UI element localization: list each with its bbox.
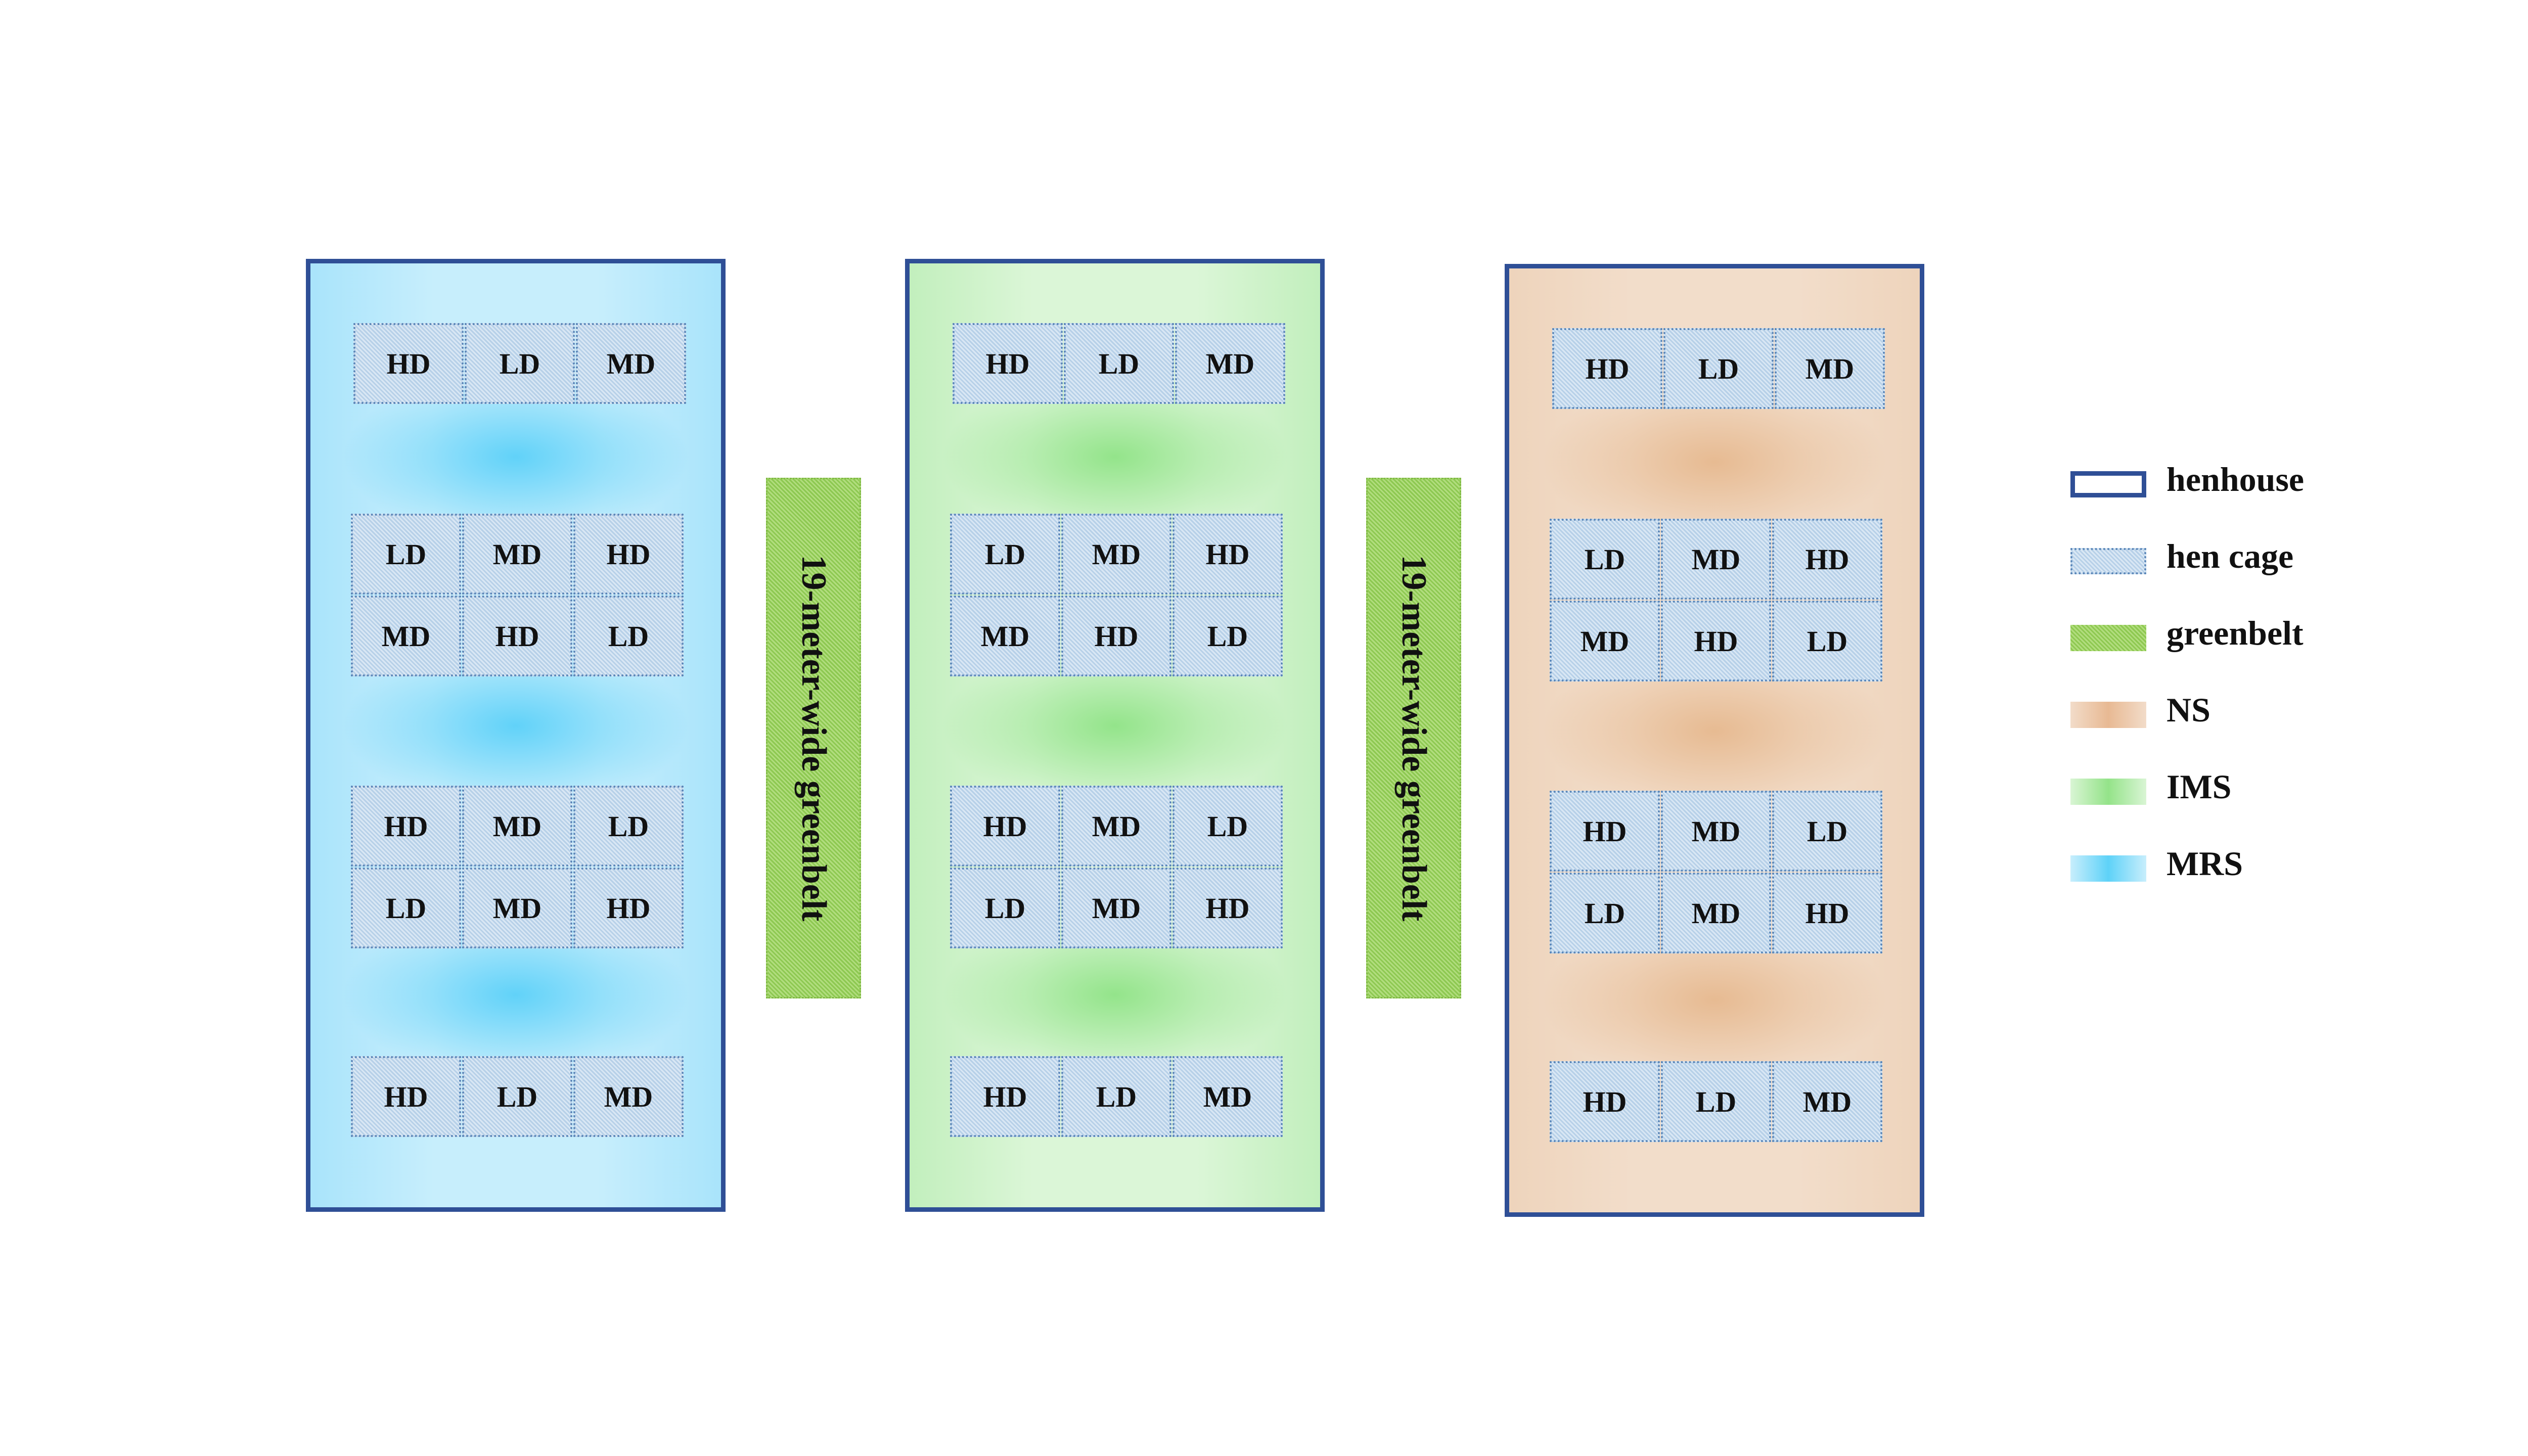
hen-cage: MD xyxy=(576,323,686,404)
hen-cage: HD xyxy=(353,323,464,404)
hen-cage: HD xyxy=(1172,514,1283,595)
hen-cage: HD xyxy=(1172,868,1283,948)
cage-row: HD LD MD xyxy=(953,323,1286,404)
legend-swatch-mrs xyxy=(2070,855,2146,882)
henhouse-ims: HD LD MD LD MD HD MD HD LD HD MD LD LD M… xyxy=(905,259,1325,1212)
hen-cage: HD xyxy=(1772,873,1882,953)
hen-cage: LD xyxy=(1550,873,1660,953)
hen-cage: HD xyxy=(953,323,1063,404)
hen-cage: LD xyxy=(1772,791,1882,872)
hen-cage: LD xyxy=(351,868,461,948)
hen-cage: LD xyxy=(351,514,461,595)
hen-cage: LD xyxy=(573,596,684,676)
hen-cage: LD xyxy=(1064,323,1174,404)
hen-cage: MD xyxy=(1775,328,1885,409)
hen-cage: MD xyxy=(462,868,572,948)
cage-row: MD HD LD xyxy=(1550,601,1883,681)
cage-row: HD LD MD xyxy=(353,323,687,404)
hen-cage: HD xyxy=(573,868,684,948)
cage-row: MD HD LD xyxy=(351,596,685,676)
cage-row: MD HD LD xyxy=(950,596,1284,676)
hen-cage: MD xyxy=(1772,1061,1882,1142)
cage-row: LD MD HD xyxy=(950,868,1284,948)
legend-label: hen cage xyxy=(2166,537,2294,575)
hen-cage: LD xyxy=(1061,1056,1171,1137)
henhouse-ns: HD LD MD LD MD HD MD HD LD HD MD LD LD M… xyxy=(1505,264,1924,1217)
hen-cage: LD xyxy=(465,323,575,404)
hen-cage: LD xyxy=(950,868,1060,948)
hen-cage: MD xyxy=(1661,519,1771,600)
hen-cage: HD xyxy=(351,786,461,867)
cage-row: LD MD HD xyxy=(351,514,685,595)
legend-swatch-greenbelt xyxy=(2070,625,2146,651)
hen-cage: MD xyxy=(1550,601,1660,681)
hen-cage: LD xyxy=(1661,1061,1771,1142)
hen-cage: MD xyxy=(1175,323,1285,404)
hen-cage: MD xyxy=(351,596,461,676)
hen-cage: HD xyxy=(1661,601,1771,681)
legend-swatch-ims xyxy=(2070,779,2146,805)
hen-cage: MD xyxy=(950,596,1060,676)
greenbelt-strip: 19-meter-wide greenbelt xyxy=(766,478,861,998)
cage-row: LD MD HD xyxy=(1550,519,1883,600)
cage-row: LD MD HD xyxy=(351,868,685,948)
cage-row: HD LD MD xyxy=(950,1056,1284,1137)
legend-label: NS xyxy=(2166,691,2210,729)
hen-cage: LD xyxy=(1172,786,1283,867)
hen-cage: LD xyxy=(1663,328,1774,409)
hen-cage: LD xyxy=(1172,596,1283,676)
hen-cage: MD xyxy=(1061,868,1171,948)
hen-cage: MD xyxy=(1061,514,1171,595)
hen-cage: HD xyxy=(1550,791,1660,872)
hen-cage: LD xyxy=(950,514,1060,595)
hen-cage: HD xyxy=(462,596,572,676)
cage-row: HD LD MD xyxy=(351,1056,685,1137)
cage-row: HD MD LD xyxy=(1550,791,1883,872)
cage-row: LD MD HD xyxy=(1550,873,1883,953)
hen-cage: HD xyxy=(950,786,1060,867)
legend-label: henhouse xyxy=(2166,460,2305,498)
hen-cage: LD xyxy=(462,1056,572,1137)
cage-row: HD LD MD xyxy=(1552,328,1886,409)
legend-swatch-hen-cage xyxy=(2070,548,2146,574)
hen-cage: HD xyxy=(573,514,684,595)
hen-cage: LD xyxy=(1772,601,1882,681)
hen-cage: HD xyxy=(1550,1061,1660,1142)
greenbelt-label: 19-meter-wide greenbelt xyxy=(1394,555,1433,922)
hen-cage: MD xyxy=(1661,791,1771,872)
hen-cage: LD xyxy=(1550,519,1660,600)
hen-cage: HD xyxy=(1061,596,1171,676)
hen-cage: MD xyxy=(1172,1056,1283,1137)
legend-label: MRS xyxy=(2166,844,2243,883)
cage-row: HD LD MD xyxy=(1550,1061,1883,1142)
hen-cage: MD xyxy=(1061,786,1171,867)
hen-cage: HD xyxy=(950,1056,1060,1137)
hen-cage: MD xyxy=(1661,873,1771,953)
greenbelt-strip: 19-meter-wide greenbelt xyxy=(1366,478,1461,998)
hen-cage: MD xyxy=(462,514,572,595)
henhouse-mrs: HD LD MD LD MD HD MD HD LD HD MD LD LD M… xyxy=(306,259,726,1212)
hen-cage: MD xyxy=(573,1056,684,1137)
hen-cage: HD xyxy=(351,1056,461,1137)
cage-row: HD MD LD xyxy=(950,786,1284,867)
legend-label: IMS xyxy=(2166,767,2232,806)
hen-cage: MD xyxy=(462,786,572,867)
hen-cage: HD xyxy=(1772,519,1882,600)
cage-row: LD MD HD xyxy=(950,514,1284,595)
hen-cage: HD xyxy=(1552,328,1662,409)
greenbelt-label: 19-meter-wide greenbelt xyxy=(794,555,833,922)
cage-row: HD MD LD xyxy=(351,786,685,867)
legend-swatch-henhouse xyxy=(2070,471,2146,497)
legend-swatch-ns xyxy=(2070,702,2146,728)
legend-label: greenbelt xyxy=(2166,614,2304,652)
hen-cage: LD xyxy=(573,786,684,867)
